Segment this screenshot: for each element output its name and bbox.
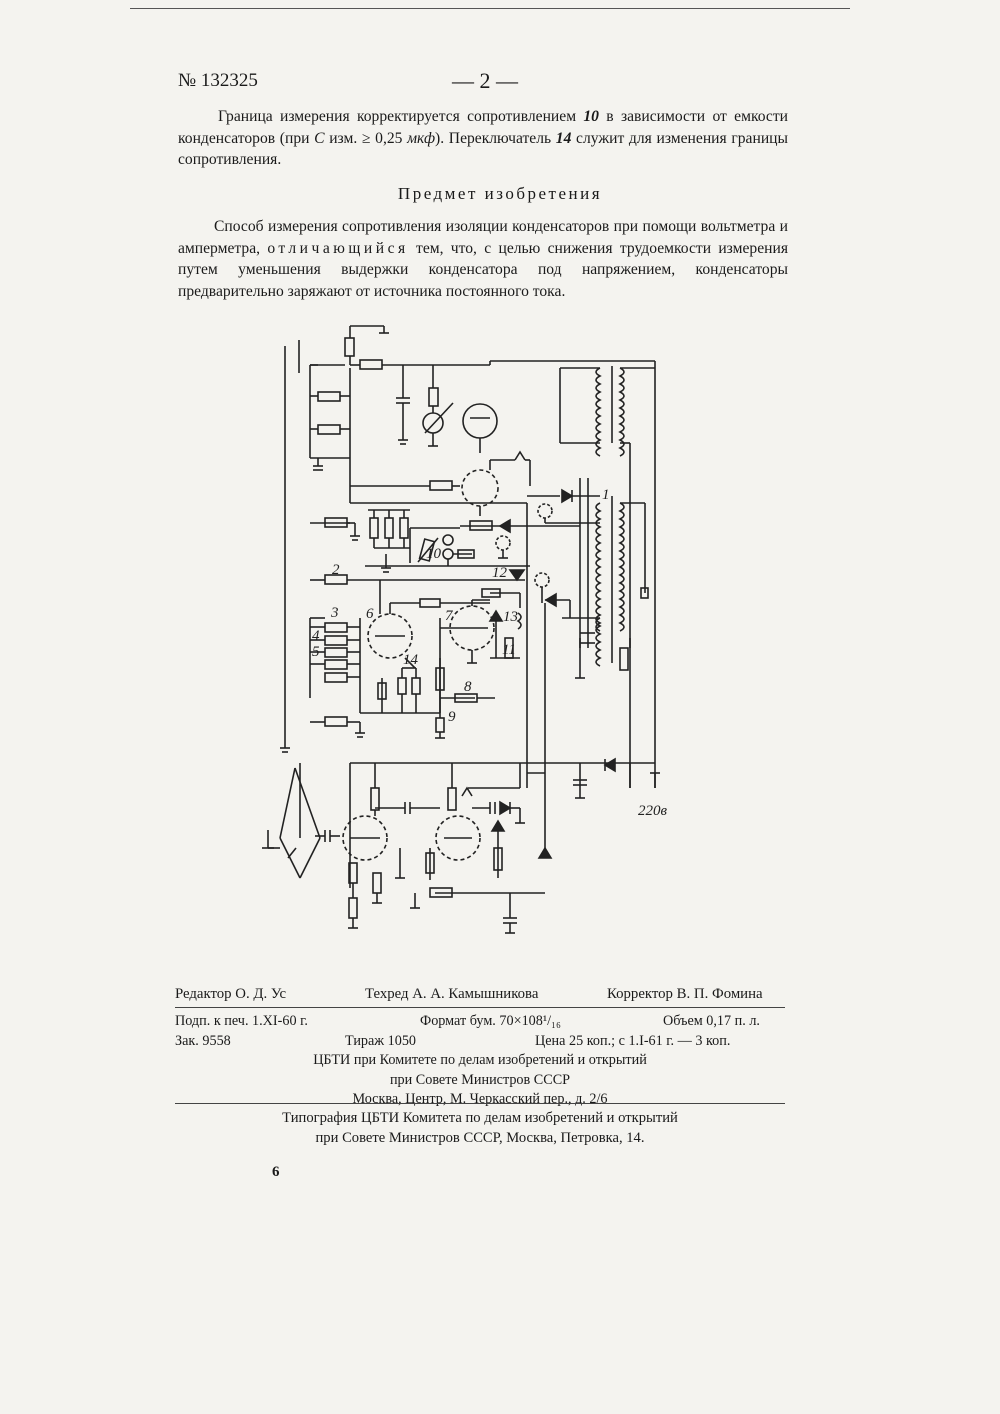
order-number: Зак. 9558 <box>175 1032 231 1052</box>
org-address: Москва, Центр, М. Черкасский пер., д. 2/… <box>175 1090 785 1110</box>
printer-block: Типография ЦБТИ Комитета по делам изобре… <box>175 1108 785 1148</box>
circulation: Тираж 1050 <box>345 1032 416 1052</box>
circuit-diagram: 1 2 3 4 5 6 7 8 9 10 11 12 13 14 220в <box>200 318 720 950</box>
label-2: 2 <box>332 562 340 578</box>
label-14: 14 <box>403 652 419 668</box>
label-10: 10 <box>426 546 442 562</box>
sheet-number: 6 <box>272 1164 280 1181</box>
label-220v: 220в <box>638 803 668 819</box>
label-11: 11 <box>502 642 516 658</box>
label-9: 9 <box>448 709 456 725</box>
techred: Техред А. А. Камышникова <box>365 986 538 1003</box>
imprint-rule-top <box>175 1007 785 1008</box>
section-heading: Предмет изобретения <box>0 184 1000 204</box>
label-6: 6 <box>366 606 374 622</box>
paper-format: Формат бум. 70×108¹/₁₆ <box>420 1012 561 1032</box>
top-rule <box>130 8 850 9</box>
price: Цена 25 коп.; с 1.I-61 г. — 3 коп. <box>535 1032 730 1052</box>
label-4: 4 <box>312 628 320 644</box>
printer-line-1: Типография ЦБТИ Комитета по делам изобре… <box>175 1108 785 1128</box>
label-12: 12 <box>492 565 508 581</box>
imprint-rule-bottom <box>175 1103 785 1104</box>
org-line-1: ЦБТИ при Комитете по делам изобретений и… <box>175 1051 785 1071</box>
patent-number: № 132325 <box>178 70 258 92</box>
label-13: 13 <box>503 609 518 625</box>
claim-paragraph: Способ измерения сопротивления изоляции … <box>178 216 788 302</box>
signed-date: Подп. к печ. 1.XI-60 г. <box>175 1012 308 1032</box>
label-8: 8 <box>464 679 472 695</box>
volume: Объем 0,17 п. л. <box>663 1012 760 1032</box>
imprint-block: Подп. к печ. 1.XI-60 г. Формат бум. 70×1… <box>175 1012 785 1110</box>
label-5: 5 <box>312 644 320 660</box>
label-3: 3 <box>330 605 339 621</box>
printer-line-2: при Совете Министров СССР, Москва, Петро… <box>175 1128 785 1148</box>
corrector: Корректор В. П. Фомина <box>607 986 763 1003</box>
editor: Редактор О. Д. Ус <box>175 986 286 1003</box>
page-number: — 2 — <box>452 68 518 94</box>
org-line-2: при Совете Министров СССР <box>175 1071 785 1091</box>
label-1: 1 <box>602 487 610 503</box>
paragraph-measurement-limit: Граница измерения корректируется сопроти… <box>178 106 788 171</box>
